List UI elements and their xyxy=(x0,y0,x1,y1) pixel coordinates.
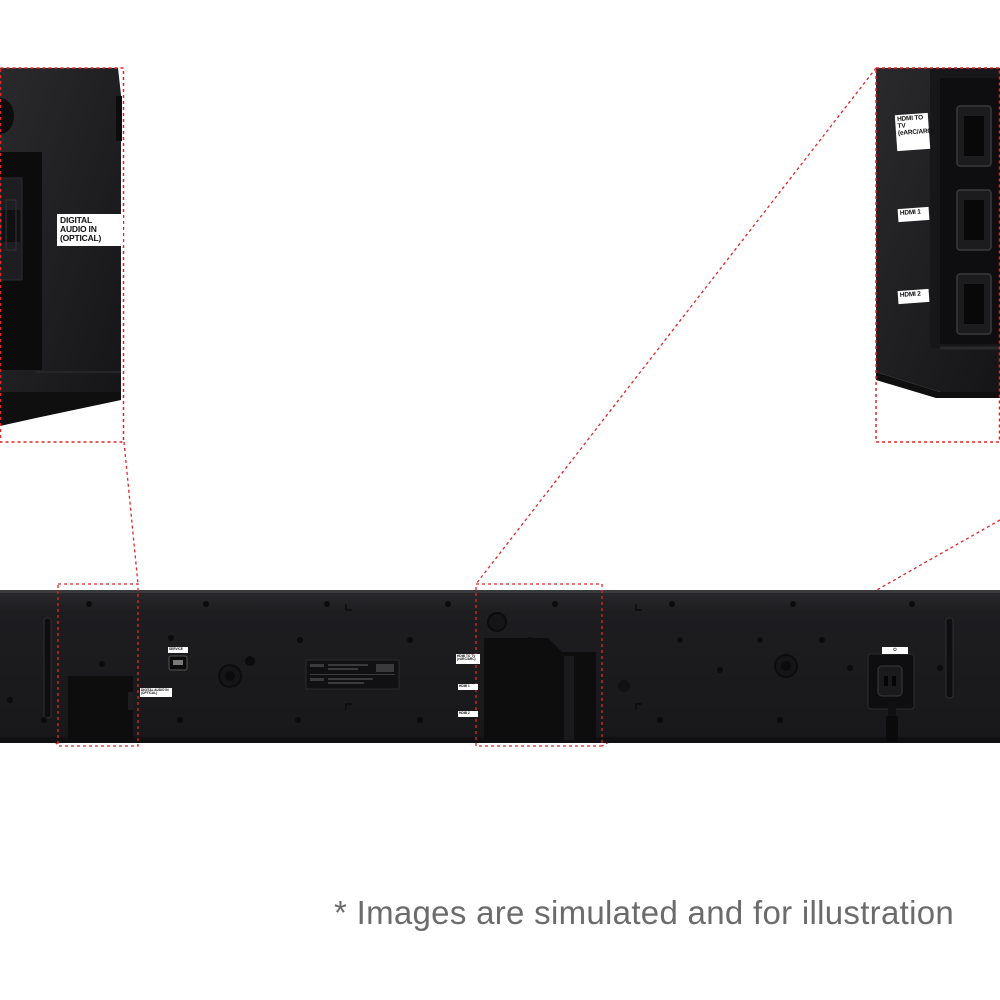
rating-label xyxy=(305,659,400,690)
optical-recess xyxy=(68,676,133,740)
disclaimer-text: * Images are simulated and for illustrat… xyxy=(334,894,955,931)
hdmi-port-1-zoom xyxy=(956,189,992,251)
hdmi-zoom-panel xyxy=(875,67,1000,443)
hdmi-recess xyxy=(476,638,596,740)
service-usb-port xyxy=(168,655,188,671)
hdmi-port-tv-zoom xyxy=(956,105,992,167)
bar-hdmi1-label: HDMI 1 xyxy=(458,684,478,690)
service-port-label: SERVICE xyxy=(168,647,188,653)
hdmi2-port-label: HDMI 2 xyxy=(897,288,930,305)
bar-hdmi-tv-label: HDMI TO TV (eARC/ARC) xyxy=(456,654,480,664)
optical-port-label: DIGITAL AUDIO IN (OPTICAL) xyxy=(57,214,123,246)
power-icon: ⏻ xyxy=(882,647,908,654)
hdmi-port-2-zoom xyxy=(956,273,992,335)
optical-zoom-panel xyxy=(0,67,125,443)
optical-highlight-box xyxy=(57,583,139,747)
bar-optical-label: DIGITAL AUDIO IN (OPTICAL) xyxy=(140,688,172,697)
power-inlet xyxy=(867,653,915,742)
hdmi-tv-port-label: HDMI TO TV (eARC/ARC) xyxy=(894,112,934,152)
soundbar-body xyxy=(0,583,1000,747)
hdmi1-port-label: HDMI 1 xyxy=(897,206,930,223)
bar-hdmi2-label: HDMI 2 xyxy=(458,711,478,717)
hdmi-highlight-box xyxy=(475,583,603,747)
